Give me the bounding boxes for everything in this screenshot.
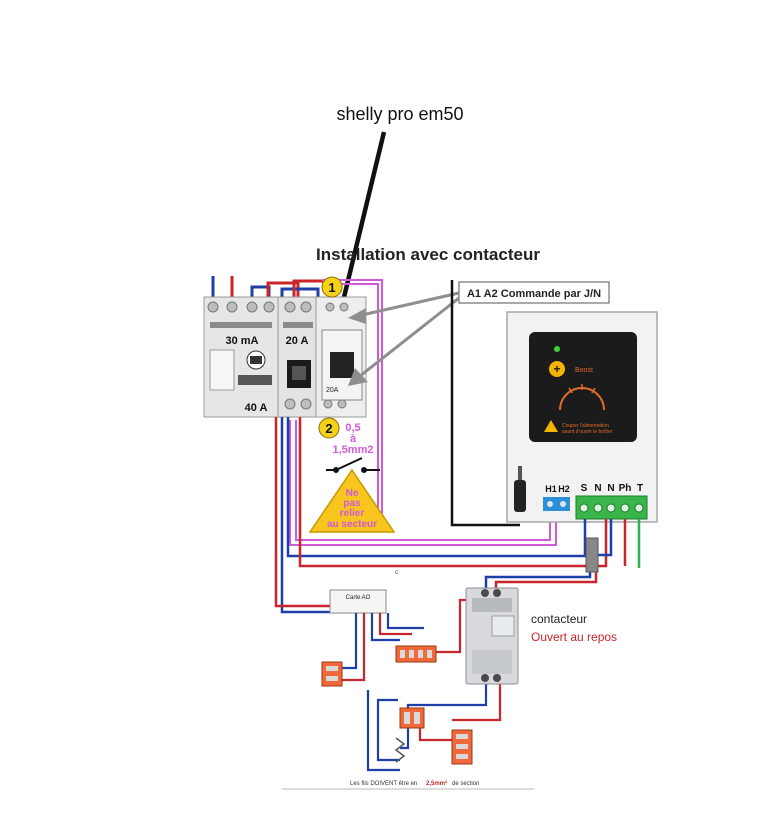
svg-text:+: +	[553, 362, 560, 376]
carte-ao-box	[329, 589, 387, 614]
terminal-h2: H2	[558, 484, 570, 494]
marker-2: 2	[325, 421, 332, 436]
footer-note-1: Les fils DOIVENT être en	[350, 781, 417, 787]
boost-button-icon	[549, 361, 565, 377]
panel-warning-icon	[544, 420, 558, 432]
section-note-b: à	[350, 433, 357, 445]
section-note-c: 1,5mm2	[333, 444, 374, 456]
command-arrows	[348, 291, 460, 386]
contactor	[465, 587, 519, 685]
annotation-pointer-line	[335, 131, 387, 323]
footer-note-3: de section	[452, 781, 479, 787]
warning-line-3: relier	[340, 508, 365, 519]
command-wire	[450, 280, 520, 527]
contactor-state: Ouvert au repos	[531, 630, 617, 644]
panel-note-1: Couper l'alimentation	[562, 423, 609, 429]
junction-label: c	[395, 570, 398, 576]
warning-line-2: pas	[343, 498, 361, 509]
terminal-h1: H1	[545, 484, 557, 494]
terminal-t: T	[637, 483, 643, 494]
breaker-panel: 30 mA 20 A 40 A 20A	[203, 296, 367, 418]
section-note-a: 0,5	[345, 422, 360, 434]
magenta-wires	[289, 279, 557, 546]
warning-line-1: Ne	[346, 488, 359, 499]
terminal-n1: N	[594, 483, 601, 494]
footer-note-2: 2,5mm²	[426, 780, 447, 787]
command-label-box	[458, 281, 610, 304]
wago-connectors	[321, 645, 473, 765]
boost-label: Boost	[575, 367, 593, 374]
warning-triangle	[308, 468, 396, 533]
carte-ao-label: Carte AO	[346, 595, 371, 601]
controller-box: + Boost Couper l'alimentation avant d'ou…	[506, 311, 658, 523]
marker-2-badge	[318, 417, 340, 439]
h-terminal-block	[543, 497, 570, 511]
marker-1: 1	[328, 280, 335, 295]
heating-element-icon	[394, 737, 406, 763]
breaker-rating: 20 A	[286, 335, 309, 347]
supply-wires	[211, 276, 332, 298]
terminal-s: S	[581, 483, 588, 494]
contactor-label: contacteur	[531, 612, 587, 626]
diagram-title: Installation avec contacteur	[316, 245, 540, 264]
panel-note-2: avant d'ouvrir le boîtier	[562, 429, 613, 435]
rcd-current: 40 A	[245, 402, 268, 414]
switch-symbol	[326, 457, 380, 473]
command-label: A1 A2 Commande par J/N	[467, 288, 601, 300]
small-breaker-rating: 20A	[326, 387, 339, 394]
terminal-ph: Ph	[619, 483, 632, 494]
wire-junction	[585, 537, 599, 573]
status-led-icon	[554, 346, 560, 352]
distribution-wires	[274, 417, 641, 614]
marker-1-badge	[321, 276, 343, 298]
terminal-n2: N	[607, 483, 614, 494]
warning-line-4: au secteur	[327, 519, 377, 530]
rcd-rating: 30 mA	[225, 335, 258, 347]
device-annotation-label: shelly pro em50	[336, 104, 463, 124]
